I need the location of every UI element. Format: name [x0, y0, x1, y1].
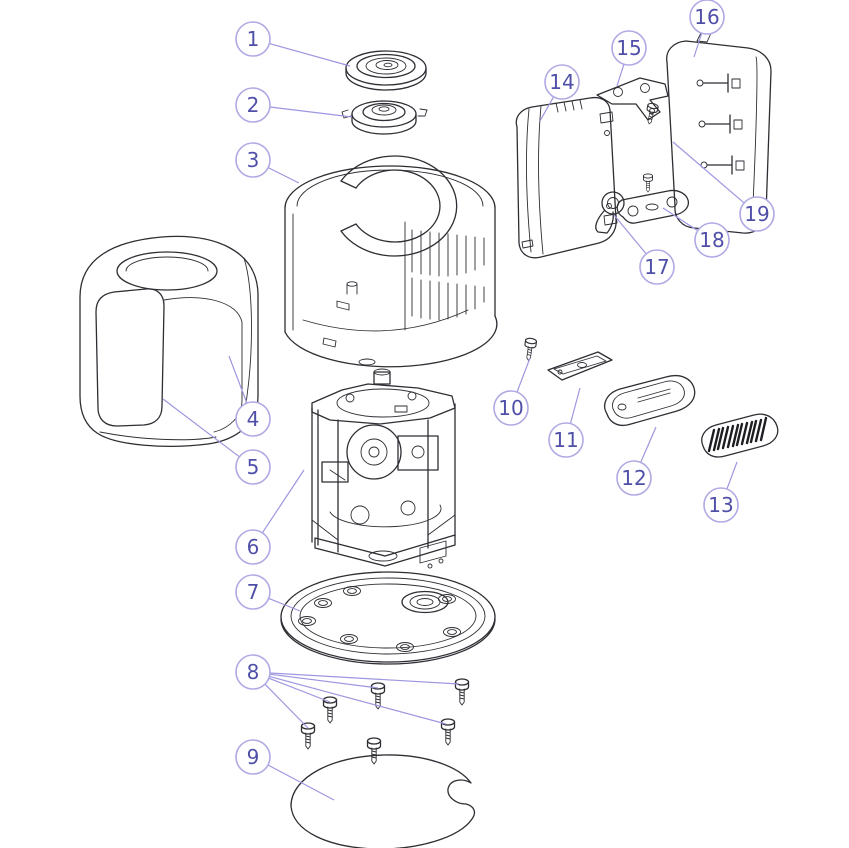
callout-balloon-17	[639, 249, 675, 285]
leader-line-10	[516, 357, 531, 393]
part-bracket-button	[604, 374, 696, 427]
part-grommet-bracket	[595, 191, 625, 234]
callout-number-17: 17	[644, 255, 669, 279]
part-flat-bracket	[596, 77, 669, 121]
part-bearing-cap	[341, 100, 428, 135]
part-motor-assembly	[311, 368, 456, 569]
leader-line-8	[269, 675, 447, 725]
callout-balloon-12	[616, 460, 652, 496]
callout-number-12: 12	[621, 466, 646, 490]
callout-balloon-1	[235, 21, 271, 57]
callout-balloon-10	[493, 390, 529, 426]
callout-number-5: 5	[247, 455, 260, 479]
callout-number-4: 4	[247, 407, 260, 431]
callout-number-8: 8	[247, 660, 260, 684]
leader-line-2	[269, 106, 353, 118]
part-top-cap	[345, 50, 427, 91]
leader-line-6	[261, 469, 305, 534]
callout-balloon-15	[611, 30, 647, 66]
part-outer-shell	[79, 235, 259, 447]
callout-number-18: 18	[699, 228, 724, 252]
leader-line-7	[268, 597, 301, 612]
callout-balloon-9	[235, 739, 271, 775]
callout-balloon-3	[235, 142, 271, 178]
leader-lines	[162, 33, 745, 801]
callout-balloon-7	[235, 574, 271, 610]
callout-number-13: 13	[708, 493, 733, 517]
part-bottom-plate	[290, 754, 476, 848]
callout-number-9: 9	[247, 745, 260, 769]
leader-line-8	[264, 683, 309, 729]
callout-number-3: 3	[247, 148, 260, 172]
callout-number-7: 7	[247, 580, 260, 604]
callout-balloon-2	[235, 87, 271, 123]
leader-line-15	[616, 64, 625, 87]
leader-line-14	[539, 96, 555, 122]
callout-balloon-8	[235, 654, 271, 690]
leader-line-8	[269, 673, 379, 689]
callout-number-11: 11	[553, 428, 578, 452]
leader-line-4	[228, 355, 248, 404]
callout-number-19: 19	[744, 202, 769, 226]
callout-balloon-18	[694, 222, 730, 258]
callout-balloon-19	[739, 196, 775, 232]
leader-line-12	[640, 426, 657, 463]
callout-balloon-11	[548, 422, 584, 458]
callout-balloon-4	[235, 401, 271, 437]
callout-balloon-5	[235, 449, 271, 485]
leader-line-9	[267, 764, 335, 801]
callout-number-1: 1	[247, 27, 260, 51]
callout-balloon-16	[689, 0, 725, 35]
callout-number-14: 14	[549, 70, 574, 94]
leader-line-11	[569, 387, 581, 424]
leader-line-19	[672, 141, 745, 204]
part-base-disc	[280, 571, 496, 665]
callout-number-6: 6	[247, 535, 260, 559]
leader-line-3	[267, 167, 300, 184]
callout-number-16: 16	[694, 5, 719, 29]
panel-clip-pins	[696, 73, 745, 175]
callout-balloon-6	[235, 529, 271, 565]
callout-number-15: 15	[616, 36, 641, 60]
leader-line-8	[268, 677, 331, 703]
leader-line-5	[162, 398, 240, 458]
leader-line-18	[662, 207, 699, 232]
leader-line-13	[726, 461, 738, 490]
part-side-housing	[515, 96, 618, 259]
leader-line-17	[613, 214, 647, 255]
base-disc-holes	[298, 586, 461, 652]
part-main-housing	[284, 155, 498, 368]
leader-line-8	[269, 672, 460, 685]
leader-line-16	[693, 33, 703, 58]
callout-number-10: 10	[498, 396, 523, 420]
grille-bars	[707, 416, 768, 453]
callout-number-2: 2	[247, 93, 260, 117]
part-small-plate	[547, 351, 613, 381]
leader-line-1	[269, 43, 351, 67]
callout-balloon-14	[544, 64, 580, 100]
part-small-screw	[522, 337, 538, 362]
part-grille	[701, 413, 779, 458]
callout-balloon-13	[703, 487, 739, 523]
part-lever-arm	[616, 173, 690, 224]
